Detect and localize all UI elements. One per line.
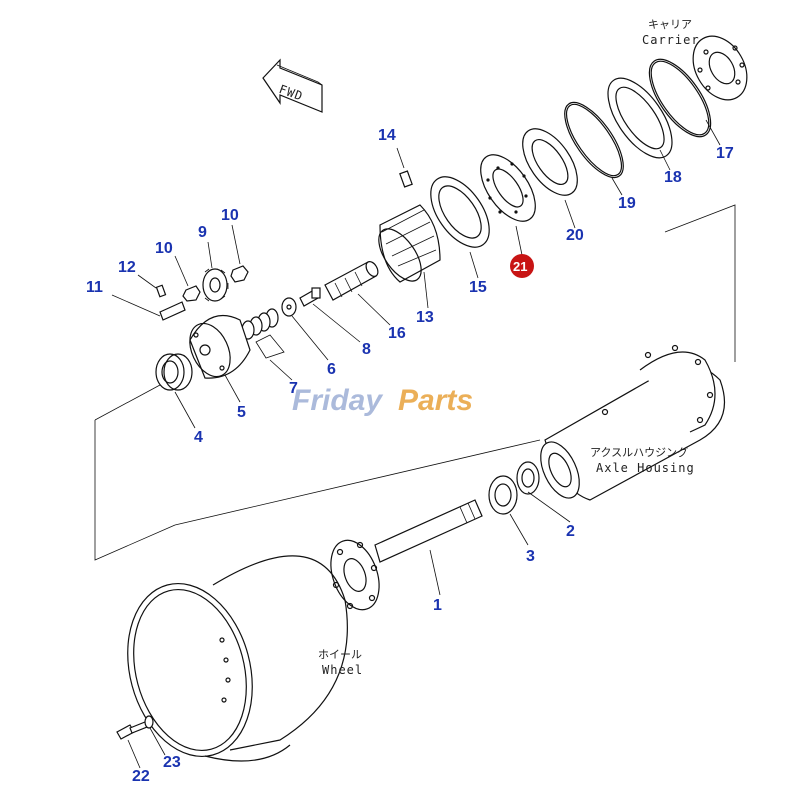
axle-housing-label-en: Axle Housing: [596, 461, 695, 475]
part-label-2: 2: [566, 523, 575, 540]
part-label-10-lower: 10: [155, 240, 173, 257]
part-label-10-upper: 10: [221, 207, 239, 224]
part-16-shaft: [324, 261, 379, 301]
part-label-22: 22: [132, 768, 150, 785]
wheel-label-en: Wheel: [322, 663, 363, 677]
carrier-label: キャリア Carrier: [642, 18, 700, 47]
part-label-11: 11: [86, 279, 103, 296]
part-18-plate: [607, 77, 673, 159]
wheel-label-jp: ホイール: [318, 648, 362, 661]
guide-lines: [94, 204, 736, 561]
part-9-planet-gear: [202, 268, 229, 302]
part-11-pin: [159, 301, 186, 321]
part-1-axle-shaft: [330, 499, 483, 611]
part-3-seal: [488, 475, 518, 515]
part-label-14: 14: [378, 127, 396, 144]
part-label-1: 1: [433, 597, 442, 614]
part-label-21: 21: [513, 259, 527, 274]
part-10-nut-lower: [182, 285, 201, 302]
part-label-19: 19: [618, 195, 636, 212]
part-14-pin: [399, 170, 413, 188]
carrier-label-en: Carrier: [642, 33, 700, 47]
part-label-20: 20: [566, 227, 584, 244]
part-17-carrier-flange: [692, 35, 748, 101]
part-label-7: 7: [289, 380, 298, 397]
part-label-23: 23: [163, 754, 181, 771]
leader-lines: [111, 119, 721, 769]
part-8-bolt: [299, 287, 321, 307]
part-2-bearing: [516, 461, 540, 495]
part-label-18: 18: [664, 169, 682, 186]
part-22-bolt: [116, 721, 148, 740]
part-label-8: 8: [362, 341, 371, 358]
part-label-5: 5: [237, 404, 246, 421]
part-21-highlight-badge: [510, 254, 534, 278]
part-21-friction-disc: [480, 154, 536, 222]
part-12-key: [155, 284, 167, 298]
axle-housing-label-jp: アクスルハウジング: [590, 445, 688, 459]
axle-housing: アクスルハウジング Axle Housing: [540, 344, 726, 501]
part-label-6: 6: [327, 361, 336, 378]
part-label-9: 9: [198, 224, 207, 241]
watermark: Friday Parts: [292, 384, 473, 417]
part-6-washer: [281, 297, 297, 317]
wheel: ホイール Wheel: [127, 555, 363, 762]
fwd-arrow-icon: FWD: [262, 58, 323, 113]
watermark-parts: Parts: [398, 384, 473, 417]
part-10-nut-upper: [230, 265, 249, 283]
part-label-13: 13: [416, 309, 434, 326]
part-19-ring: [564, 101, 624, 179]
part-label-16: 16: [388, 325, 406, 342]
part-7-shims: [241, 308, 285, 359]
part-17-o-ring: [648, 58, 712, 138]
part-label-3: 3: [526, 548, 535, 565]
part-5-planet-carrier: [189, 314, 251, 379]
part-number-labels: 1 2 3 4 5 6 7 8 9 10 10 11 12 13 14 15 1…: [86, 127, 734, 785]
watermark-friday: Friday: [292, 384, 383, 417]
part-15-disc: [430, 176, 490, 248]
part-20-disc: [522, 128, 578, 196]
part-4-bearing: [155, 353, 193, 391]
part-label-15: 15: [469, 279, 487, 296]
part-label-17: 17: [716, 145, 734, 162]
part-label-4: 4: [194, 429, 203, 446]
carrier-label-jp: キャリア: [648, 18, 692, 31]
part-13-ring-gear: [378, 204, 441, 283]
part-23-washer: [144, 715, 154, 729]
part-label-12: 12: [118, 259, 136, 276]
